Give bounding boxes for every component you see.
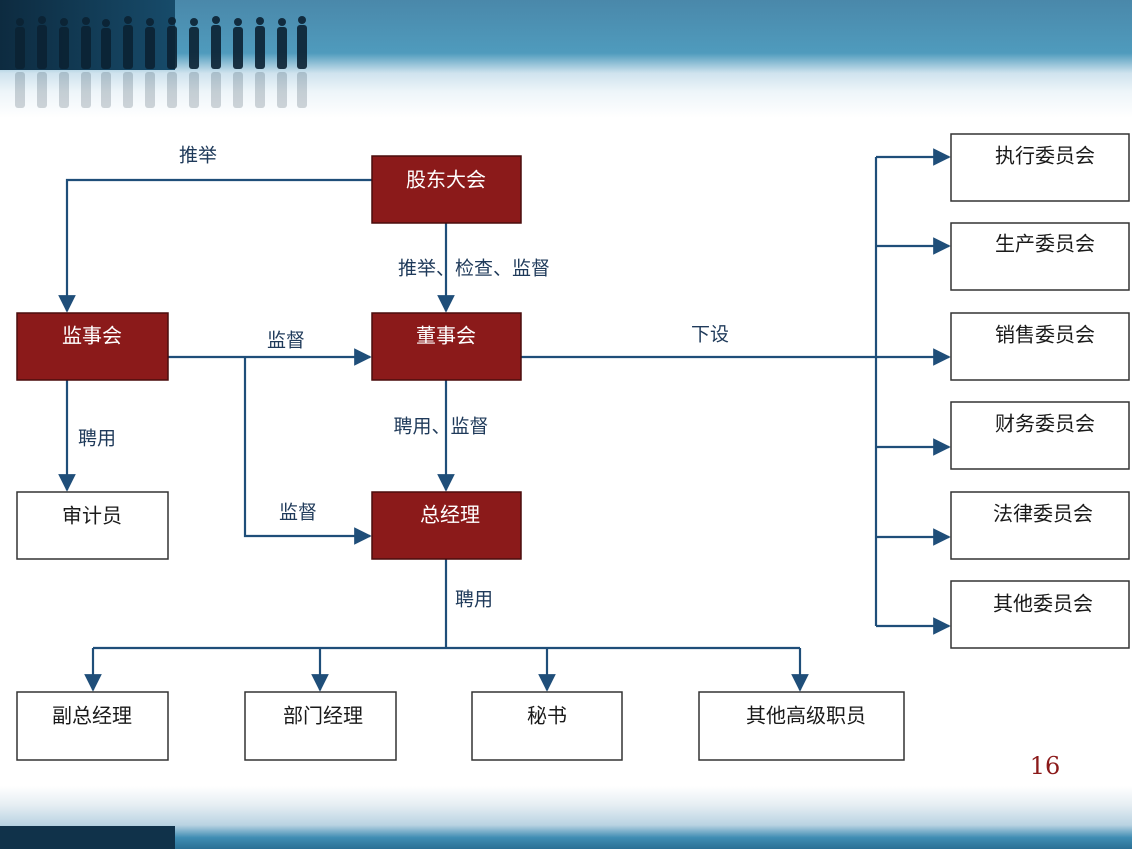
edge-supervise-gm — [243, 357, 372, 545]
node-secretary: 秘书 — [471, 691, 623, 761]
header-banner — [0, 0, 1132, 118]
edge-elect-supervisory — [58, 178, 372, 313]
edge-label-elect-inspect-supervise: 推举、检查、监督 — [398, 258, 550, 280]
connectors — [58, 148, 951, 692]
node-finance-committee: 财务委员会 — [950, 401, 1130, 470]
node-department-manager: 部门经理 — [244, 691, 397, 761]
footer-dark-panel — [0, 826, 175, 849]
edge-label-establish: 下设 — [691, 324, 729, 346]
edge-label-hire-supervise: 聘用、监督 — [393, 416, 488, 438]
footer-banner — [0, 786, 1132, 849]
node-general-manager: 总经理 — [371, 491, 522, 560]
node-deputy-general-manager: 副总经理 — [16, 691, 169, 761]
node-general-manager-label: 总经理 — [420, 503, 480, 527]
node-shareholders-meeting-label: 股东大会 — [406, 168, 486, 192]
edge-label-hire-auditor: 聘用 — [78, 428, 116, 450]
edge-label-elect: 推举 — [179, 145, 217, 167]
node-executive-committee: 执行委员会 — [950, 133, 1130, 202]
node-auditor-label: 审计员 — [62, 504, 122, 528]
node-production-committee: 生产委员会 — [950, 222, 1130, 291]
node-other-committee-label: 其他委员会 — [993, 592, 1093, 616]
page-number: 16 — [1029, 752, 1061, 780]
node-auditor: 审计员 — [16, 491, 169, 560]
node-production-committee-label: 生产委员会 — [995, 232, 1095, 256]
node-deputy-general-manager-label: 副总经理 — [52, 704, 132, 728]
node-sales-committee-label: 销售委员会 — [995, 323, 1095, 347]
node-shareholders-meeting: 股东大会 — [371, 155, 522, 224]
node-finance-committee-label: 财务委员会 — [995, 412, 1095, 436]
node-department-manager-label: 部门经理 — [283, 704, 363, 728]
node-other-senior-staff-label: 其他高级职员 — [746, 704, 866, 728]
node-other-senior-staff: 其他高级职员 — [698, 691, 905, 761]
node-supervisory-board: 监事会 — [16, 312, 169, 381]
node-sales-committee: 销售委员会 — [950, 312, 1130, 381]
node-executive-committee-label: 执行委员会 — [995, 144, 1095, 168]
node-secretary-label: 秘书 — [527, 704, 567, 728]
edge-label-hire-staff: 聘用 — [455, 589, 493, 611]
node-board-of-directors-label: 董事会 — [416, 324, 476, 348]
node-legal-committee-label: 法律委员会 — [993, 502, 1093, 526]
people-silhouettes-icon — [15, 16, 307, 108]
node-other-committee: 其他委员会 — [950, 580, 1130, 649]
edge-label-supervise-board: 监督 — [267, 330, 305, 352]
node-supervisory-board-label: 监事会 — [62, 324, 122, 348]
node-board-of-directors: 董事会 — [371, 312, 522, 381]
edge-label-supervise-gm: 监督 — [279, 502, 317, 524]
node-legal-committee: 法律委员会 — [950, 491, 1130, 560]
